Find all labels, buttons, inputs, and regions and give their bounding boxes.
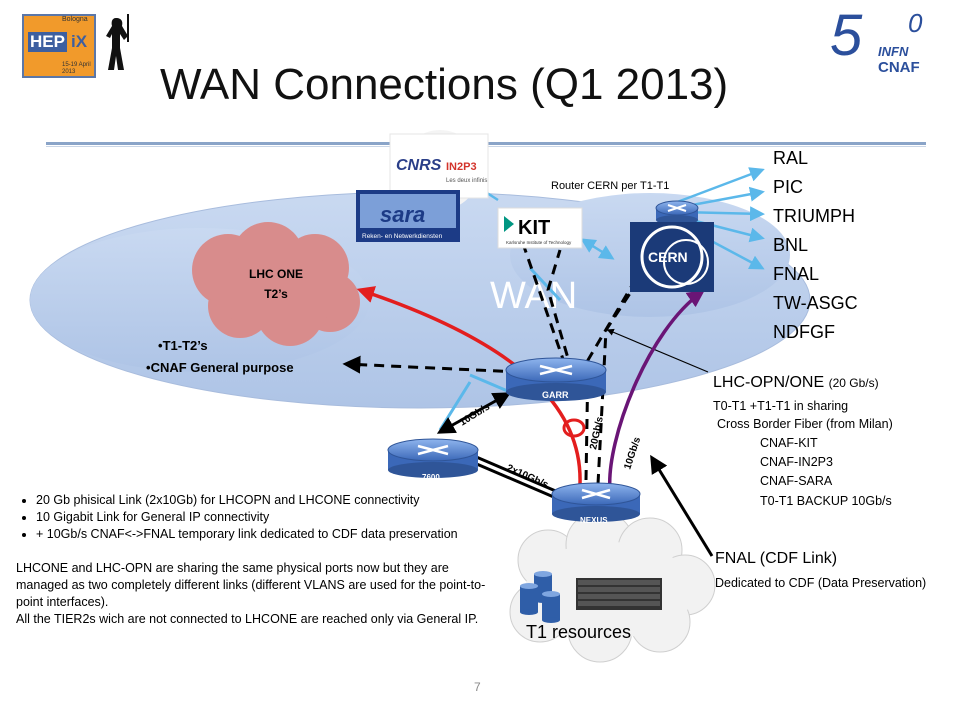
hepix-date-2: 2013 [62,69,76,75]
opn-line-1: T0-T1 +T1-T1 in sharing [713,399,849,413]
kit-name: KIT [518,217,550,239]
kit-logo: KIT Karlsruhe Institute of Technology [497,207,583,249]
note-paragraph: LHCONE and LHC-OPN are sharing the same … [16,561,486,609]
page-number: 7 [474,680,481,694]
fnal-cdf-title: FNAL (CDF Link) [715,550,838,567]
lhc-one-cloud [192,222,360,346]
hepix-word-hep: HEP [28,32,67,52]
lhc-opn-title-text: LHC-OPN/ONE [713,374,825,391]
cnrs-name: CNRS [396,157,442,174]
t1-resources-cloud [509,510,716,663]
site-triumph: TRIUMPH [773,206,855,226]
note-bullet: 10 Gigabit Link for General IP connectiv… [36,509,498,526]
cnaf-general-item: •CNAF General purpose [146,360,294,375]
fnal-cdf-subtitle: Dedicated to CDF (Data Preservation) [715,576,927,590]
garr-wan-link [528,266,562,302]
in2p3-name: IN2P3 [446,161,477,173]
infn-zero: 0 [908,8,923,38]
sara-sub: Reken- en Netwerkdiensten [362,233,443,240]
site-bnl: BNL [773,235,809,255]
hepix-dates: 15-19 April 2013 [62,62,91,76]
opn-line-4: CNAF-IN2P3 [760,455,833,469]
note-bullet: + 10Gb/s CNAF<->FNAL temporary link dedi… [36,526,498,543]
opn-line-3: CNAF-KIT [760,436,818,450]
kit-cern-link [580,238,615,260]
opn-line-5: CNAF-SARA [760,474,833,488]
t1t2-item: •T1-T2’s [158,338,208,353]
note-bullet: 20 Gb phisical Link (2x10Gb) for LHCOPN … [36,492,498,509]
router-7600-label: 7600 [422,473,440,482]
site-tw-asgc: TW-ASGC [773,293,858,313]
link-7600-garr [436,392,512,434]
site-fnal: FNAL [773,264,820,284]
opn-line-2: Cross Border Fiber (from Milan) [717,417,893,431]
hepix-city: Bologna [62,16,88,23]
hepix-logo: HEP iX Bologna 15-19 April 2013 [14,12,136,78]
notes: 20 Gb phisical Link (2x10Gb) for LHCOPN … [16,492,498,628]
garr-router: GARR [505,357,607,401]
garr-label: GARR [542,390,569,400]
lhc-opn-title: LHC-OPN/ONE (20 Gb/s) [713,374,879,392]
wan-label: WAN [490,275,577,317]
cern-name: CERN [648,249,688,265]
kit-sub: Karlsruhe Institute of Technology [506,240,572,245]
opn-line-6: T0-T1 BACKUP 10Gb/s [760,494,892,508]
shared-ports-ring [562,418,586,438]
lhc-opn-pointer [606,328,709,373]
server-rack-icon [576,578,662,610]
sara-logo: sara Reken- en Netwerkdiensten [356,190,460,242]
link-label-10gb-b: 10Gb/s [622,435,643,471]
site-pic: PIC [773,177,804,197]
fnal-purple-link [608,289,705,491]
infn-cnaf-logo: 5 0 INFN CNAF [826,3,946,80]
link-7600-nexus-2 [473,454,559,494]
in2p3-sub: Les deux infinis [446,178,487,184]
garr-general-link [469,373,511,394]
link-7600-nexus-1 [471,460,557,500]
nexus-label: NEXUS [580,516,608,525]
infn-name: INFN [878,44,909,59]
hepix-word-ix: iX [71,32,88,51]
router-7600: 7600 [387,438,479,482]
fnal-cdf-pointer [650,454,714,557]
site-ndfgf: NDFGF [773,322,835,342]
site-ral: RAL [773,148,809,168]
lhc-one-label: LHC ONE [249,267,303,281]
nexus-router: NEXUS [551,482,641,525]
slide-title: WAN Connections (Q1 2013) [160,60,729,109]
note-paragraph: All the TIER2s wich are not connected to… [16,612,479,626]
sara-name: sara [380,202,425,227]
t1-resources-label: T1 resources [526,622,632,642]
hepix-date-1: 15-19 April [62,62,91,68]
storage-icon [520,571,560,623]
lhc-opn-speed: (20 Gb/s) [828,376,879,390]
cnaf-name: CNAF [878,59,920,76]
link-label-20gb: 20Gb/s [588,415,606,450]
lhc-one-t2-label: T2’s [264,287,288,301]
infn-fifty: 5 [830,3,863,68]
cern-logo: CERN [630,222,714,292]
cern-router [655,200,699,225]
neptune-statue-icon [106,14,129,70]
notes-bullets: 20 Gb phisical Link (2x10Gb) for LHCOPN … [16,492,498,543]
router-cern-label: Router CERN per T1-T1 [551,180,669,192]
